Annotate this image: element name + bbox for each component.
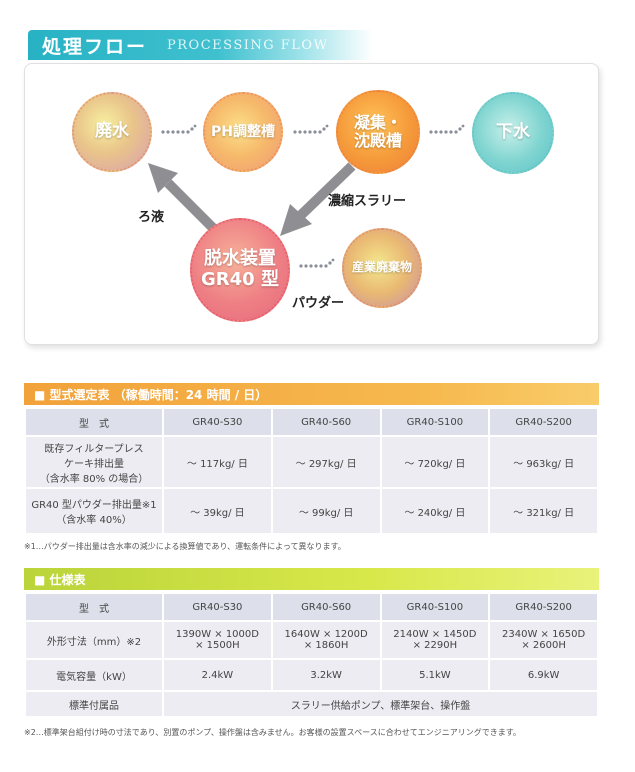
- arrow-ph-to-gyoshu: [293, 124, 329, 134]
- arrow-gyoshu-to-dassui: [280, 162, 356, 236]
- arrow-haisui-to-ph: [161, 124, 197, 134]
- table-cell: ～ 720kg/ 日: [381, 437, 489, 487]
- table-header-cell: GR40-S200: [490, 409, 597, 435]
- table-cell: ～ 321kg/ 日: [490, 489, 597, 533]
- row-label-line: 既存フィルタープレス: [44, 443, 144, 455]
- flow-title-jp: 処理フロー: [42, 35, 148, 58]
- table-header-cell: 型 式: [26, 594, 162, 620]
- table-cell: ～ 39kg/ 日: [164, 489, 271, 533]
- node-gyoshu-tank: 凝集・ 沈殿槽: [336, 90, 420, 174]
- table-cell: 2140W × 1450D× 2290H: [381, 622, 489, 658]
- table-row: 既存フィルタープレス ケーキ排出量 （含水率 80% の場合） ～ 117kg/…: [26, 437, 597, 487]
- table-cell: 6.9kW: [490, 660, 597, 690]
- dim-line: × 2600H: [521, 640, 566, 651]
- table-cell: 2340W × 1650D× 2600H: [490, 622, 597, 658]
- node-haisui: 廃水: [72, 92, 152, 172]
- table-cell: ～ 297kg/ 日: [272, 437, 380, 487]
- table-cell: ～ 99kg/ 日: [272, 489, 380, 533]
- row-label-power: 電気容量（kW）: [26, 660, 162, 690]
- table-cell: ～ 963kg/ 日: [490, 437, 597, 487]
- spec-table-title: ■ 仕様表: [24, 568, 599, 590]
- label-slurry: 濃縮スラリー: [328, 194, 407, 209]
- spec-table: 型 式 GR40-S30 GR40-S60 GR40-S100 GR40-S20…: [24, 592, 599, 718]
- row-label-line: （含水率 80% の場合）: [39, 473, 149, 485]
- row-label-line: GR40 型パウダー排出量※1: [31, 500, 157, 511]
- node-dassui: 脱水装置 GR40 型: [190, 218, 290, 322]
- dim-line: 2340W × 1650D: [502, 629, 586, 640]
- table-cell: 5.1kW: [381, 660, 489, 690]
- model-table-note: ※1…パウダー排出量は含水率の減少による換算値であり、運転条件によって異なります…: [24, 542, 346, 551]
- table-cell: 2.4kW: [164, 660, 271, 690]
- table-header-cell: GR40-S100: [381, 594, 489, 620]
- node-gesui: 下水: [472, 92, 554, 174]
- table-cell: 3.2kW: [272, 660, 380, 690]
- dim-line: × 1860H: [303, 640, 349, 651]
- node-gyoshu-label-1: 凝集・: [353, 112, 402, 132]
- dim-line: × 1500H: [195, 640, 240, 651]
- dim-line: 1640W × 1200D: [284, 629, 368, 640]
- node-dassui-label-2: GR40 型: [201, 269, 279, 290]
- flow-title-en: PROCESSING FLOW: [167, 37, 329, 53]
- table-cell: 1390W × 1000D× 1500H: [164, 622, 271, 658]
- arrow-dassui-to-sangyo: [299, 258, 335, 268]
- table-cell: ～ 117kg/ 日: [164, 437, 271, 487]
- table-header-cell: GR40-S60: [272, 594, 380, 620]
- table-header-cell: 型 式: [26, 409, 162, 435]
- node-sangyo: 産業廃棄物: [342, 228, 422, 308]
- node-ph-tank: PH調整槽: [203, 92, 283, 172]
- table-row: 外形寸法（mm）※2 1390W × 1000D× 1500H 1640W × …: [26, 622, 597, 658]
- table-header-cell: GR40-S60: [272, 409, 380, 435]
- table-cell: 1640W × 1200D× 1860H: [272, 622, 380, 658]
- node-dassui-label-1: 脱水装置: [203, 248, 276, 270]
- row-label-powder: GR40 型パウダー排出量※1 （含水率 40%）: [26, 489, 162, 533]
- row-label-cake: 既存フィルタープレス ケーキ排出量 （含水率 80% の場合）: [26, 437, 162, 487]
- label-roeki: ろ液: [138, 210, 165, 225]
- table-row: 型 式 GR40-S30 GR40-S60 GR40-S100 GR40-S20…: [26, 409, 597, 435]
- dim-line: 1390W × 1000D: [175, 629, 259, 640]
- flow-section-header: 処理フロー PROCESSING FLOW: [28, 30, 373, 60]
- node-sangyo-label: 産業廃棄物: [351, 260, 412, 275]
- dim-line: × 2290H: [412, 640, 458, 651]
- label-powder: パウダー: [292, 296, 345, 311]
- table-row: 型 式 GR40-S30 GR40-S60 GR40-S100 GR40-S20…: [26, 594, 597, 620]
- table-row: 電気容量（kW） 2.4kW 3.2kW 5.1kW 6.9kW: [26, 660, 597, 690]
- node-ph-label: PH調整槽: [211, 123, 275, 140]
- table-header-cell: GR40-S30: [164, 594, 271, 620]
- row-label-dimensions: 外形寸法（mm）※2: [26, 622, 162, 658]
- table-header-cell: GR40-S30: [164, 409, 271, 435]
- spec-table-note: ※2…標準架台組付け時の寸法であり、別置のポンプ、操作盤は含みません。お客様の設…: [24, 728, 521, 737]
- node-haisui-label: 廃水: [95, 121, 129, 142]
- node-gesui-label: 下水: [496, 122, 530, 143]
- model-selection-table: 型 式 GR40-S30 GR40-S60 GR40-S100 GR40-S20…: [24, 407, 599, 535]
- table-cell: ～ 240kg/ 日: [381, 489, 489, 533]
- row-label-line: ケーキ排出量: [64, 458, 124, 470]
- arrow-gyoshu-to-gesui: [429, 124, 465, 134]
- row-label-accessories: 標準付属品: [26, 692, 162, 716]
- model-table-title: ■ 型式選定表 （稼働時間：24 時間 / 日）: [24, 383, 599, 405]
- table-header-cell: GR40-S100: [381, 409, 489, 435]
- table-header-cell: GR40-S200: [490, 594, 597, 620]
- row-label-line: （含水率 40%）: [56, 515, 132, 526]
- node-gyoshu-label-2: 沈殿槽: [353, 131, 402, 150]
- table-row: 標準付属品 スラリー供給ポンプ、標準架台、操作盤: [26, 692, 597, 716]
- table-row: GR40 型パウダー排出量※1 （含水率 40%） ～ 39kg/ 日 ～ 99…: [26, 489, 597, 533]
- table-cell: スラリー供給ポンプ、標準架台、操作盤: [164, 692, 597, 716]
- dim-line: 2140W × 1450D: [393, 629, 477, 640]
